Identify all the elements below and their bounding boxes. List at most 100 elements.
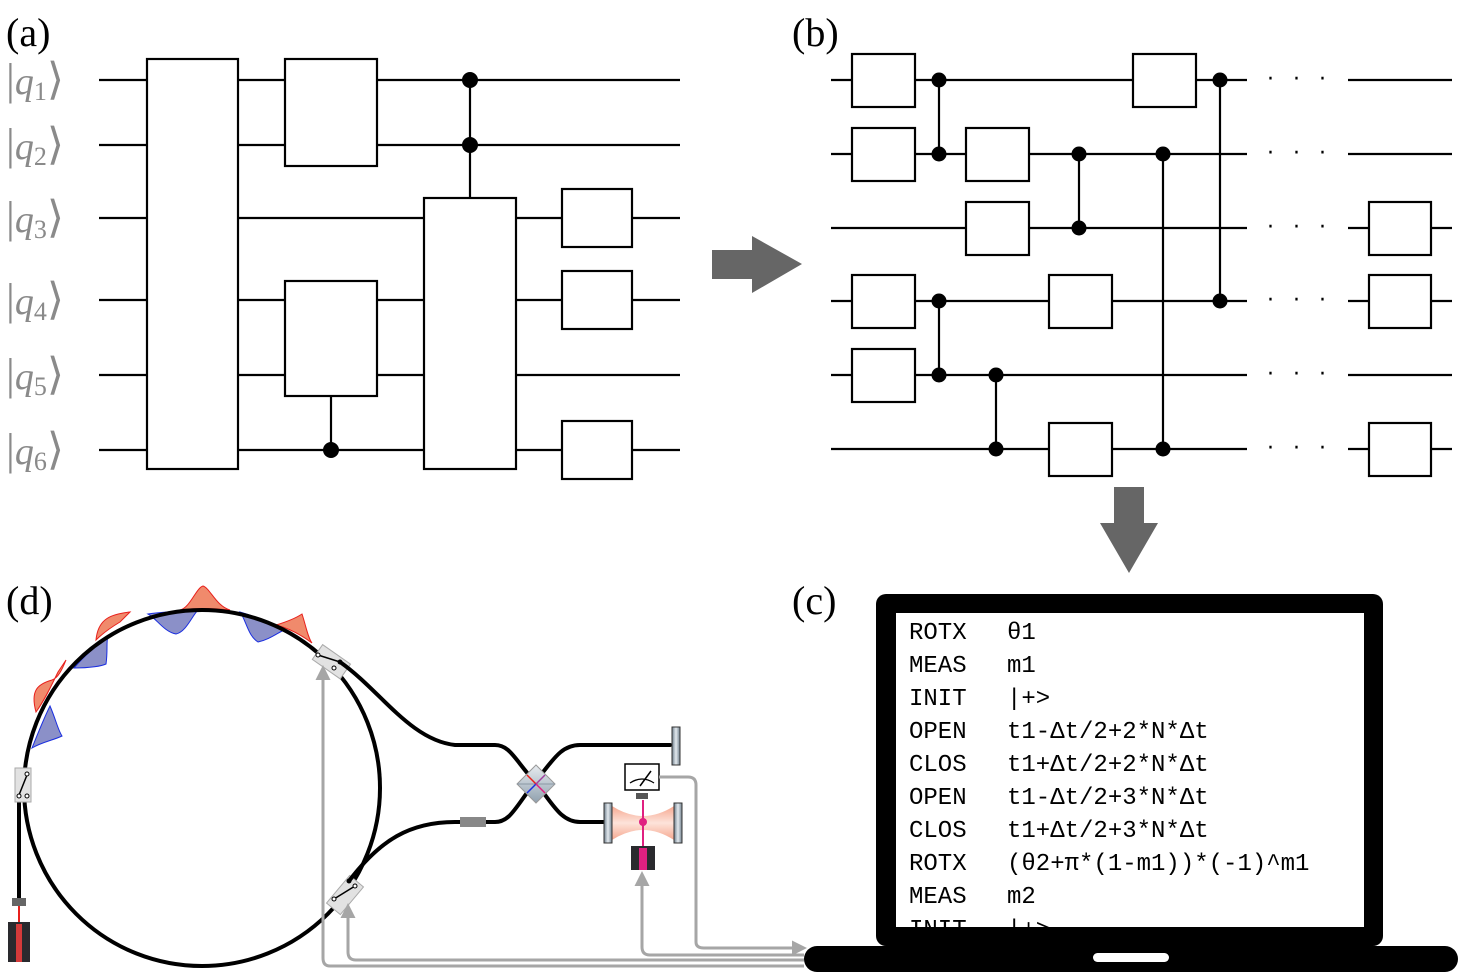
control-dot: [1212, 293, 1228, 309]
atom: [639, 818, 647, 826]
ellipsis: · · ·: [1267, 362, 1332, 387]
control-dot: [323, 442, 339, 458]
gate-box[interactable]: [283, 57, 379, 168]
down-arrow-icon: [1100, 487, 1158, 573]
ellipsis: · · ·: [1267, 436, 1332, 461]
control-dot: [931, 146, 947, 162]
gate-box[interactable]: [145, 57, 240, 471]
qubit-label: |q2⟩: [6, 120, 64, 171]
operand: t1+Δt/2+2*N*Δt: [1007, 752, 1209, 779]
gate-box[interactable]: [283, 279, 379, 398]
operand: t1+Δt/2+3*N*Δt: [1007, 818, 1209, 845]
phase-modulator[interactable]: [460, 817, 486, 827]
laser-source: [8, 796, 30, 962]
panel-c-label: (c): [792, 578, 836, 623]
gate-box[interactable]: [1367, 200, 1433, 257]
control-dot: [462, 72, 478, 88]
panel-b: (b) · · ·· · ·· · ·· · ·· · ·· · ·: [792, 10, 1452, 478]
gate-box[interactable]: [1047, 273, 1114, 330]
opcode: CLOS: [909, 752, 967, 779]
pulse-upper: [179, 585, 231, 611]
output-switch[interactable]: [311, 643, 352, 680]
control-dot: [1212, 72, 1228, 88]
gate-box[interactable]: [1047, 421, 1114, 478]
operand: t1-Δt/2+2*N*Δt: [1007, 719, 1209, 746]
mirror[interactable]: [671, 726, 681, 766]
panel-d-label: (d): [6, 578, 53, 623]
program-line: MEAS m1: [909, 653, 1036, 680]
opcode: MEAS: [909, 884, 967, 911]
gate-box[interactable]: [422, 196, 518, 471]
ket-label: |q5⟩: [6, 350, 64, 401]
operand: t1-Δt/2+3*N*Δt: [1007, 785, 1209, 812]
ket-label: |q1⟩: [6, 55, 64, 106]
ket-label: |q3⟩: [6, 193, 64, 244]
gate-box[interactable]: [850, 52, 917, 109]
opcode: CLOS: [909, 818, 967, 845]
control-lines: [315, 665, 807, 968]
qubit-label: |q6⟩: [6, 425, 64, 476]
gate-box[interactable]: [964, 200, 1031, 257]
pump-laser: [631, 846, 655, 870]
gate-box[interactable]: [1367, 421, 1433, 478]
pulse-upper: [33, 659, 67, 714]
operand: (θ2+π*(1-m1))*(-1)^m1: [1007, 851, 1309, 878]
gate-box[interactable]: [850, 347, 917, 404]
program-line: INIT|+>: [909, 686, 1050, 713]
qubit-label: |q3⟩: [6, 193, 64, 244]
operand: θ1: [1007, 620, 1036, 647]
qubit-label: |q4⟩: [6, 275, 64, 326]
beam-splitter[interactable]: [516, 764, 556, 804]
program-line: ROTX (θ2+π*(1-m1))*(-1)^m1: [909, 851, 1309, 878]
qubit-labels: |q1⟩ |q2⟩ |q3⟩ |q4⟩ |q5⟩ |q6⟩: [6, 55, 64, 476]
control-dot: [1071, 220, 1087, 236]
gate-box[interactable]: [1367, 273, 1433, 330]
control-dot: [931, 293, 947, 309]
control-dot: [988, 441, 1004, 457]
gate-box[interactable]: [560, 419, 634, 481]
control-dot: [1071, 146, 1087, 162]
operand: m2: [1007, 884, 1036, 911]
ellipsis: · · ·: [1267, 67, 1332, 92]
gate-box[interactable]: [850, 273, 917, 330]
laptop-icon: [804, 594, 1458, 972]
circuit-a: [99, 57, 680, 481]
opcode: OPEN: [909, 719, 967, 746]
panel-a-label: (a): [6, 10, 50, 55]
opcode: MEAS: [909, 653, 967, 680]
ellipsis: · · ·: [1267, 288, 1332, 313]
program-line: INIT|+>: [909, 917, 1050, 944]
right-arrow-icon: [712, 236, 802, 293]
opcode: INIT: [909, 917, 967, 944]
input-switch[interactable]: [14, 767, 32, 803]
opcode: ROTX: [909, 851, 967, 878]
pulse-upper: [274, 613, 313, 644]
laptop-screen: [896, 613, 1364, 927]
panel-b-label: (b): [792, 10, 839, 55]
pulse-lower: [30, 704, 63, 750]
control-dot: [1155, 146, 1171, 162]
pulse-upper: [95, 611, 132, 642]
control-dot: [462, 137, 478, 153]
program-line: OPEN t1-Δt/2+3*N*Δt: [909, 785, 1209, 812]
program-line: MEAS m2: [909, 884, 1036, 911]
gate-box[interactable]: [560, 269, 634, 331]
qubit-label: |q5⟩: [6, 350, 64, 401]
gate-box[interactable]: [850, 126, 917, 183]
operand: m1: [1007, 653, 1036, 680]
panel-d: (d): [6, 578, 807, 968]
gate-box[interactable]: [964, 126, 1031, 183]
atom-cavity[interactable]: [603, 800, 683, 850]
control-dot: [988, 367, 1004, 383]
fiber-connector: [12, 898, 26, 906]
opcode: OPEN: [909, 785, 967, 812]
gate-box[interactable]: [1131, 52, 1198, 109]
opcode: INIT: [909, 686, 967, 713]
circuit-b: · · ·· · ·· · ·· · ·· · ·· · ·: [831, 52, 1452, 478]
ellipsis: · · ·: [1267, 215, 1332, 240]
gate-box[interactable]: [560, 187, 634, 249]
